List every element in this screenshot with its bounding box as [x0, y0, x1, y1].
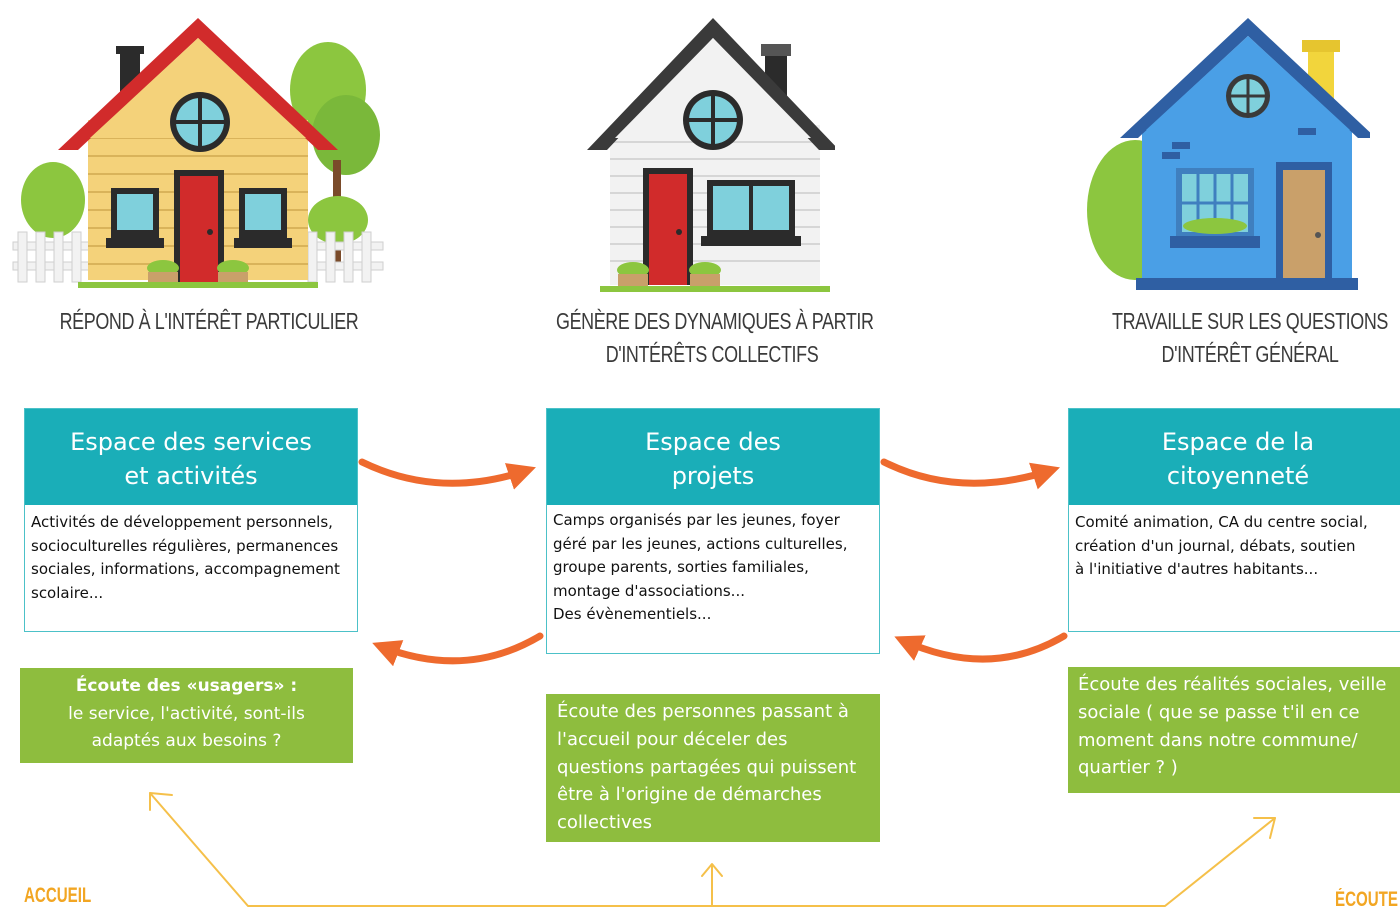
space-citizenship-body: Comité animation, CA du centre social, c…: [1069, 505, 1400, 582]
label-ecoute: ÉCOUTE: [1335, 888, 1399, 911]
listening-line: le service, l'activité, sont-ils: [68, 703, 305, 724]
caption-general-interest: TRAVAILLE SUR LES QUESTIONS D'INTÉRÊT GÉ…: [1094, 305, 1400, 371]
body-line: géré par les jeunes, actions culturelles…: [553, 534, 848, 553]
space-services-box: Espace des services et activités Activit…: [24, 408, 358, 632]
space-projects-box: Espace des projets Camps organisés par l…: [546, 408, 880, 654]
body-line: Camps organisés par les jeunes, foyer: [553, 511, 840, 529]
caption-line: TRAVAILLE SUR LES QUESTIONS: [1112, 308, 1388, 334]
arrow-citizenship-to-projects: [894, 632, 1068, 663]
title-line: Espace des: [645, 428, 781, 456]
body-line: Comité animation, CA du centre social,: [1075, 513, 1368, 531]
body-line: sociales, informations, accompagnement: [31, 560, 340, 578]
listening-line: questions partagées qui puissent: [557, 756, 857, 778]
title-line: Espace de la: [1161, 428, 1315, 456]
listening-visitors-box: Écoute des personnes passant à l'accueil…: [546, 694, 880, 842]
title-line: et activités: [124, 462, 258, 490]
listening-line: Écoute des personnes passant à: [557, 701, 849, 722]
listening-line: Écoute des «usagers» :: [75, 676, 298, 696]
body-line: montage d'associations...: [553, 581, 745, 600]
listening-line: l'accueil pour déceler des: [557, 728, 788, 750]
left-arrowhead: [149, 792, 173, 811]
arrow-projects-to-citizenship: [880, 458, 1060, 490]
right-arrowhead: [1253, 817, 1276, 839]
body-line: socioculturelles régulières, permanences: [31, 536, 339, 555]
listening-social-realities-box: Écoute des réalités sociales, veille soc…: [1068, 667, 1400, 793]
body-line: scolaire...: [31, 583, 104, 602]
body-line: Des évènementiels...: [553, 605, 712, 623]
space-projects-title: Espace des projets: [547, 409, 879, 505]
arrow-projects-to-services: [372, 632, 544, 667]
center-up-arrow: [701, 863, 723, 907]
caption-line: RÉPOND À L'INTÉRÊT PARTICULIER: [59, 308, 359, 334]
title-line: citoyenneté: [1166, 462, 1310, 490]
body-line: création d'un journal, débats, soutien: [1075, 536, 1356, 555]
space-projects-body: Camps organisés par les jeunes, foyer gé…: [547, 505, 879, 627]
arrow-services-to-projects: [358, 458, 536, 490]
blue-house-illustration: [1080, 10, 1370, 295]
caption-collective-interest: GÉNÈRE DES DYNAMIQUES À PARTIR D'INTÉRÊT…: [556, 305, 874, 371]
listening-line: sociale ( que se passe t'il en ce: [1078, 701, 1360, 723]
white-house-illustration: [585, 10, 835, 295]
listening-line: être à l'origine de démarches: [557, 784, 822, 806]
listening-line: collectives: [557, 812, 653, 834]
space-citizenship-title: Espace de la citoyenneté: [1069, 409, 1400, 505]
yellow-house-illustration: [8, 10, 388, 295]
listening-line: Écoute des réalités sociales, veille: [1078, 674, 1387, 695]
space-services-body: Activités de développement personnels, s…: [25, 505, 357, 605]
title-line: projets: [671, 462, 755, 490]
body-line: à l'initiative d'autres habitants...: [1075, 560, 1319, 578]
title-line: Espace des services: [70, 428, 312, 456]
caption-line: D'INTÉRÊT GÉNÉRAL: [1161, 341, 1339, 367]
listening-line: moment dans notre commune/: [1078, 729, 1358, 751]
body-line: groupe parents, sorties familiales,: [553, 558, 809, 576]
listening-users-box: Écoute des «usagers» : le service, l'act…: [20, 668, 353, 763]
caption-line: D'INTÉRÊTS COLLECTIFS: [605, 341, 819, 367]
label-accueil: ACCUEIL: [24, 884, 92, 907]
listening-line: adaptés aux besoins ?: [91, 731, 282, 751]
caption-line: GÉNÈRE DES DYNAMIQUES À PARTIR: [556, 308, 874, 334]
space-citizenship-box: Espace de la citoyenneté Comité animatio…: [1068, 408, 1400, 632]
body-line: Activités de développement personnels,: [31, 513, 333, 531]
caption-particular-interest: RÉPOND À L'INTÉRÊT PARTICULIER: [59, 305, 359, 338]
listening-line: quartier ? ): [1078, 757, 1178, 779]
space-services-title: Espace des services et activités: [25, 409, 357, 505]
